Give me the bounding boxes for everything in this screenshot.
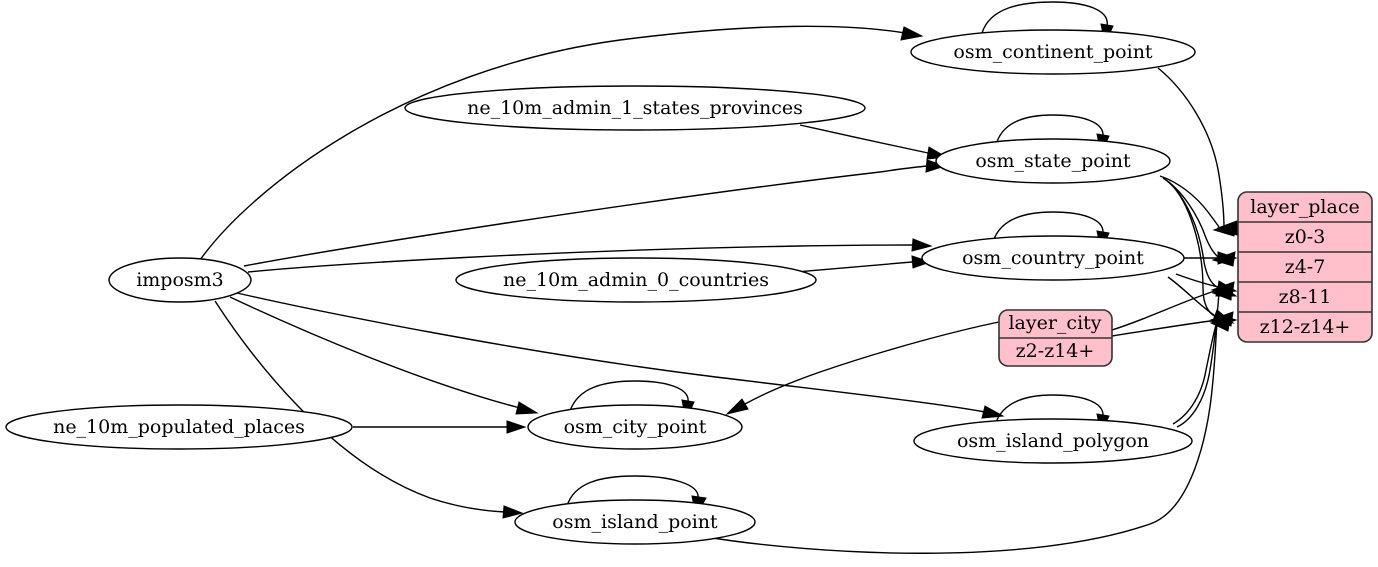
node-osm-city-point[interactable]: osm_city_point [527,404,743,450]
record-layer-place-title: layer_place [1250,196,1359,218]
node-osm-continent-point-label: osm_continent_point [953,41,1153,63]
edge-ne-countries-to-osm-country-point [796,255,932,273]
edge-ne-states-to-osm-state-point [799,124,948,160]
node-imposm3-label: imposm3 [136,269,224,291]
record-node-layer-city[interactable]: layer_city z2-z14+ [998,309,1113,367]
record-layer-place-row-z0-3[interactable]: z0-3 [1285,226,1326,248]
edge-osm-island-polygon-to-layer-place-z12-z14 [1172,314,1232,425]
record-layer-city-row-z2-z14[interactable]: z2-z14+ [1016,340,1095,362]
record-layer: layer_place z0-3 z4-7 z8-11 z12-z14+ lay… [998,191,1373,367]
node-ne-countries-label: ne_10m_admin_0_countries [503,269,769,291]
node-osm-continent-point[interactable]: osm_continent_point [910,29,1196,75]
node-osm-country-point-label: osm_country_point [962,247,1144,269]
edge-imposm3-to-osm-island-polygon [236,292,1005,419]
record-layer-city-title: layer_city [1008,312,1101,334]
node-osm-state-point-label: osm_state_point [975,150,1131,172]
node-osm-state-point[interactable]: osm_state_point [935,138,1171,184]
edge-imposm3-to-osm-country-point [247,238,933,273]
edge-osm-island-polygon-to-layer-place-z8-11 [1176,285,1233,428]
node-ne-10m-populated-places[interactable]: ne_10m_populated_places [5,404,353,450]
edge-osm-country-point-to-layer-place-z4-7 [1184,251,1238,265]
node-ne-populated-label: ne_10m_populated_places [53,416,305,438]
node-ne-10m-admin-1-states-provinces[interactable]: ne_10m_admin_1_states_provinces [404,85,866,131]
record-node-layer-place[interactable]: layer_place z0-3 z4-7 z8-11 z12-z14+ [1237,191,1373,343]
edge-layer-city-to-osm-city-point [725,321,1000,415]
record-layer-place-row-z12-z14[interactable]: z12-z14+ [1260,316,1351,338]
edge-imposm3-to-osm-city-point [229,296,539,415]
edge-layer [199,1,1238,554]
node-osm-island-point-label: osm_island_point [552,511,718,533]
edge-osm-state-point-to-layer-place-z8-11 [1165,179,1235,297]
node-osm-city-point-label: osm_city_point [564,416,707,438]
node-imposm3[interactable]: imposm3 [108,257,252,303]
node-ne-10m-admin-0-countries[interactable]: ne_10m_admin_0_countries [455,257,817,303]
node-layer: imposm3 ne_10m_admin_1_states_provinces … [5,29,1196,545]
node-osm-island-point[interactable]: osm_island_point [514,499,756,545]
edge-osm-continent-point-to-layer-place-z0-3 [1157,67,1238,236]
edge-osm-island-point-to-layer-place-z12-z14 [699,316,1231,554]
node-osm-island-polygon-label: osm_island_polygon [957,430,1149,452]
record-layer-place-row-z4-7[interactable]: z4-7 [1285,256,1326,278]
edge-imposm3-to-osm-island-point [214,300,524,519]
edge-imposm3-to-osm-continent-point [199,25,924,261]
edge-imposm3-to-osm-state-point [243,159,947,267]
edge-ne-populated-to-osm-city-point [353,420,527,434]
node-ne-states-label: ne_10m_admin_1_states_provinces [467,97,803,119]
node-osm-country-point[interactable]: osm_country_point [921,235,1185,281]
record-layer-place-row-z8-11[interactable]: z8-11 [1279,286,1332,308]
node-osm-island-polygon[interactable]: osm_island_polygon [913,418,1193,464]
edge-osm-state-point-to-layer-place-z0-3 [1159,175,1237,237]
